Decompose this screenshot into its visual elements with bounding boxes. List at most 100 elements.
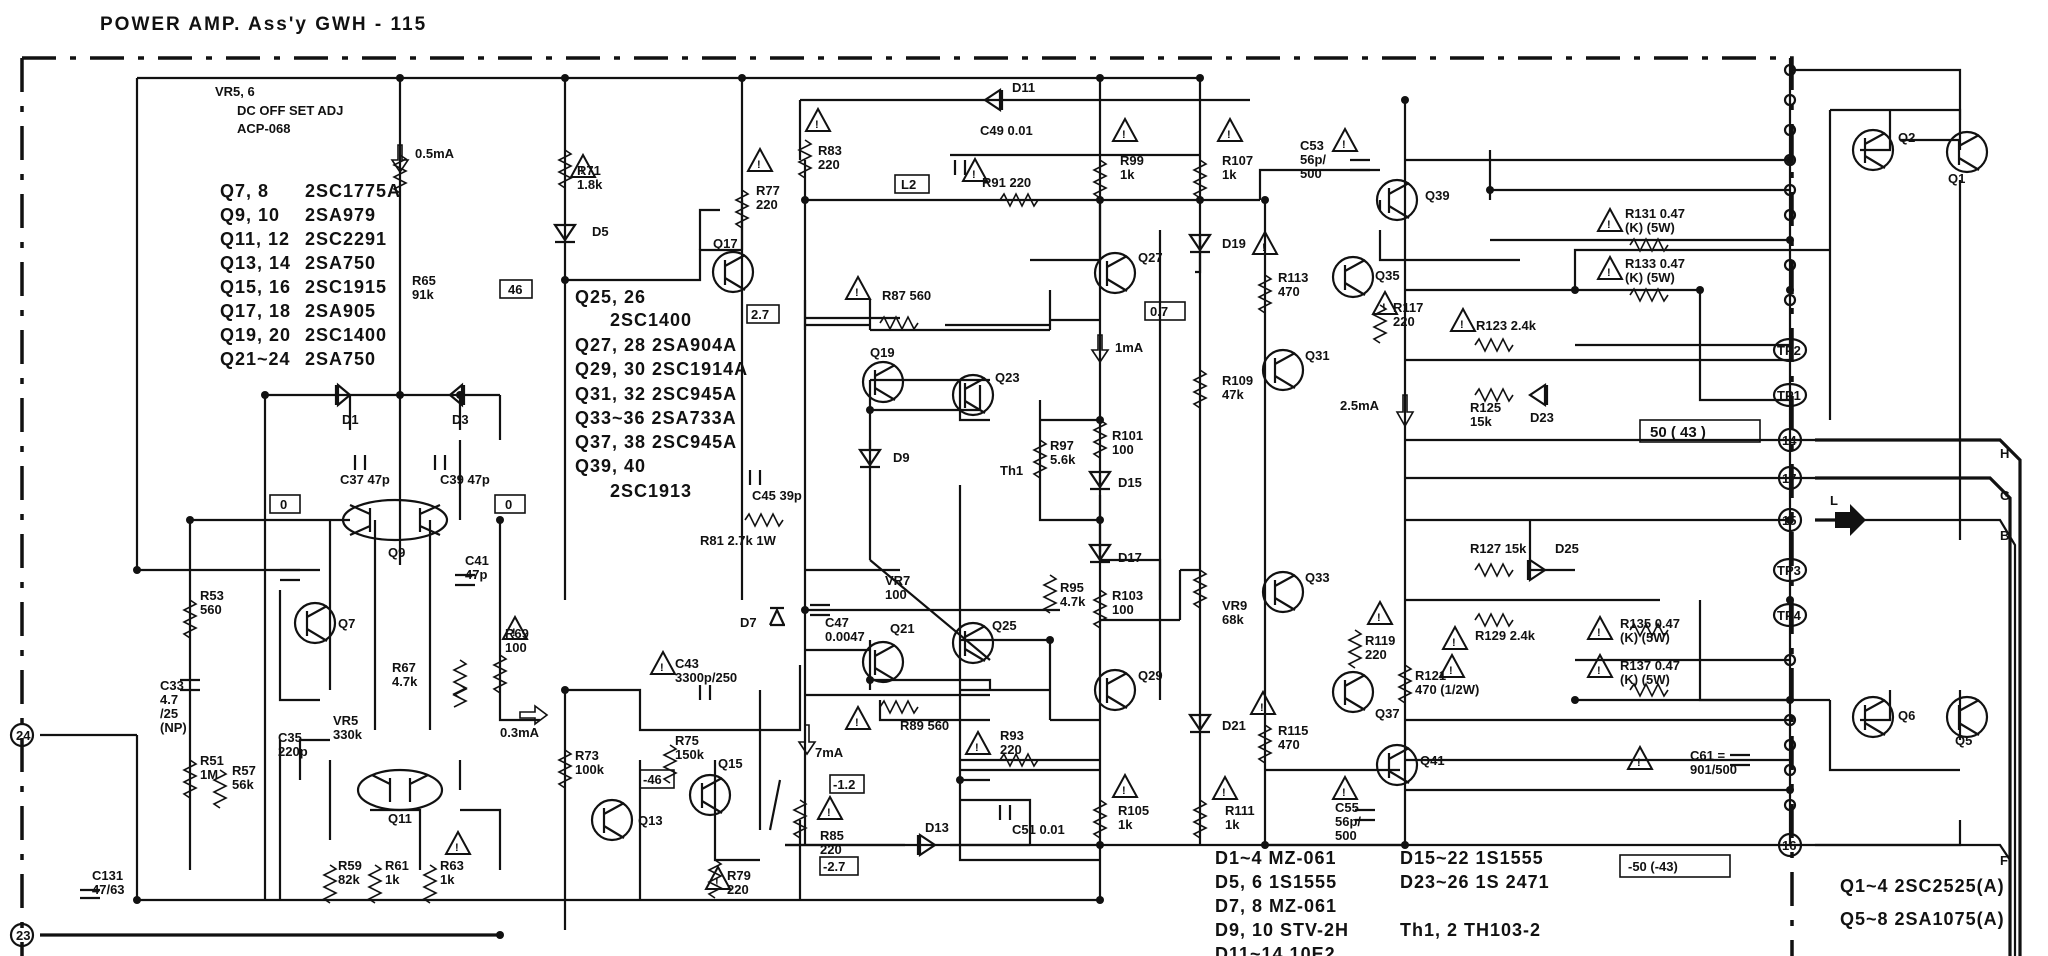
- terminal-23: [9, 922, 35, 948]
- transistor-list-ref: Q13, 14: [220, 253, 291, 273]
- label-line: Q37: [1375, 706, 1400, 721]
- label-line: D15: [1118, 475, 1142, 490]
- label-line: R81 2.7k 1W: [700, 533, 777, 548]
- transistor-list-mid-entry: Q29, 30 2SC1914A: [575, 359, 748, 379]
- label-line: 1k: [1120, 167, 1135, 182]
- label-line: 1k: [1118, 817, 1133, 832]
- label-line: R65: [412, 273, 436, 288]
- label-r131: R131 0.47(K) (5W): [1625, 206, 1685, 235]
- transistors: [293, 128, 1989, 842]
- label-line: 220: [756, 197, 778, 212]
- terminal-23-label: 23: [16, 928, 30, 943]
- label-d3: D3: [452, 412, 469, 427]
- label-line: 1.8k: [577, 177, 603, 192]
- diagram-title: POWER AMP. Ass'y GWH - 115: [100, 14, 427, 35]
- label-line: 220: [1365, 647, 1387, 662]
- label-line: /25: [160, 706, 178, 721]
- label-line: 100: [885, 587, 907, 602]
- terminal-16: [1777, 832, 1803, 858]
- terminal-tp2: [1772, 337, 1808, 363]
- output-transistor-list: Q1~4 2SC2525(A)Q5~8 2SA1075(A): [1840, 876, 2004, 929]
- transistor-q6: [1851, 695, 1895, 739]
- label-line: C39 47p: [440, 472, 490, 487]
- voltage-46: 46: [508, 282, 522, 297]
- label-line: 0.0047: [825, 629, 865, 644]
- label-line: 150k: [675, 747, 705, 762]
- terminal-14: [1777, 427, 1803, 453]
- transistor-list-part: 2SA979: [305, 205, 376, 225]
- terminal-tp4: [1772, 602, 1808, 628]
- label-line: R67: [392, 660, 416, 675]
- transistor-q35: [1331, 255, 1375, 299]
- label-line: Q15: [718, 756, 743, 771]
- diode-list-entry: D11~14 10E2: [1215, 944, 1336, 956]
- label-d15: D15: [1118, 475, 1142, 490]
- transistor-q41: [1375, 743, 1419, 787]
- label-line: R85: [820, 828, 844, 843]
- label-line: R109: [1222, 373, 1253, 388]
- junction-dots: [133, 74, 1794, 939]
- voltage-minus-46: -46: [643, 772, 662, 787]
- vr-note-line-2: DC OFF SET ADJ: [237, 103, 343, 118]
- terminal-17: [1777, 465, 1803, 491]
- label-line: 4.7k: [392, 674, 418, 689]
- diode-list-entry: D7, 8 MZ-061: [1215, 896, 1337, 916]
- label-d7: D7: [740, 615, 757, 630]
- transistor-list-part: 2SA750: [305, 349, 376, 369]
- terminal-tp3-label: TP3: [1777, 563, 1801, 578]
- voltage-minus-50-43: -50 (-43): [1628, 859, 1678, 874]
- label-q33: Q33: [1305, 570, 1330, 585]
- label-line: C53: [1300, 138, 1324, 153]
- rail-h: H: [2000, 446, 2009, 461]
- label-q31: Q31: [1305, 348, 1330, 363]
- label-line: Q25: [992, 618, 1017, 633]
- transistor-q11: [356, 768, 444, 812]
- label-line: Th1: [1000, 463, 1023, 478]
- label-line: C45 39p: [752, 488, 802, 503]
- label-line: D21: [1222, 718, 1246, 733]
- voltage-0-7: 0.7: [1150, 304, 1168, 319]
- label-line: C35: [278, 730, 302, 745]
- label-line: 470: [1278, 737, 1300, 752]
- label-line: R73: [575, 748, 599, 763]
- label-line: R117: [1393, 300, 1423, 315]
- transistor-list-part: 2SC1915: [305, 277, 387, 297]
- label-q5: Q5: [1955, 733, 1972, 748]
- label-line: C51 0.01: [1012, 822, 1065, 837]
- terminal-24-label: 24: [16, 728, 31, 743]
- current-2-5ma: 2.5mA: [1340, 398, 1380, 413]
- terminal-14-label: 14: [1782, 433, 1797, 448]
- label-r91: R91 220: [982, 175, 1031, 190]
- label-line: VR7: [885, 573, 910, 588]
- label-line: 901/500: [1690, 762, 1737, 777]
- label-line: 470 (1/2W): [1415, 682, 1479, 697]
- label-d5: D5: [592, 224, 609, 239]
- transistor-list-ref: Q21~24: [220, 349, 291, 369]
- label-line: 220: [818, 157, 840, 172]
- transistor-list-ref: Q17, 18: [220, 301, 291, 321]
- voltage-50-43: 50 ( 43 ): [1650, 424, 1706, 441]
- label-line: R113: [1278, 270, 1308, 285]
- label-line: Q1: [1948, 171, 1965, 186]
- label-q1: Q1: [1948, 171, 1965, 186]
- transistor-q9: [341, 498, 449, 542]
- l2-label: L2: [901, 177, 916, 192]
